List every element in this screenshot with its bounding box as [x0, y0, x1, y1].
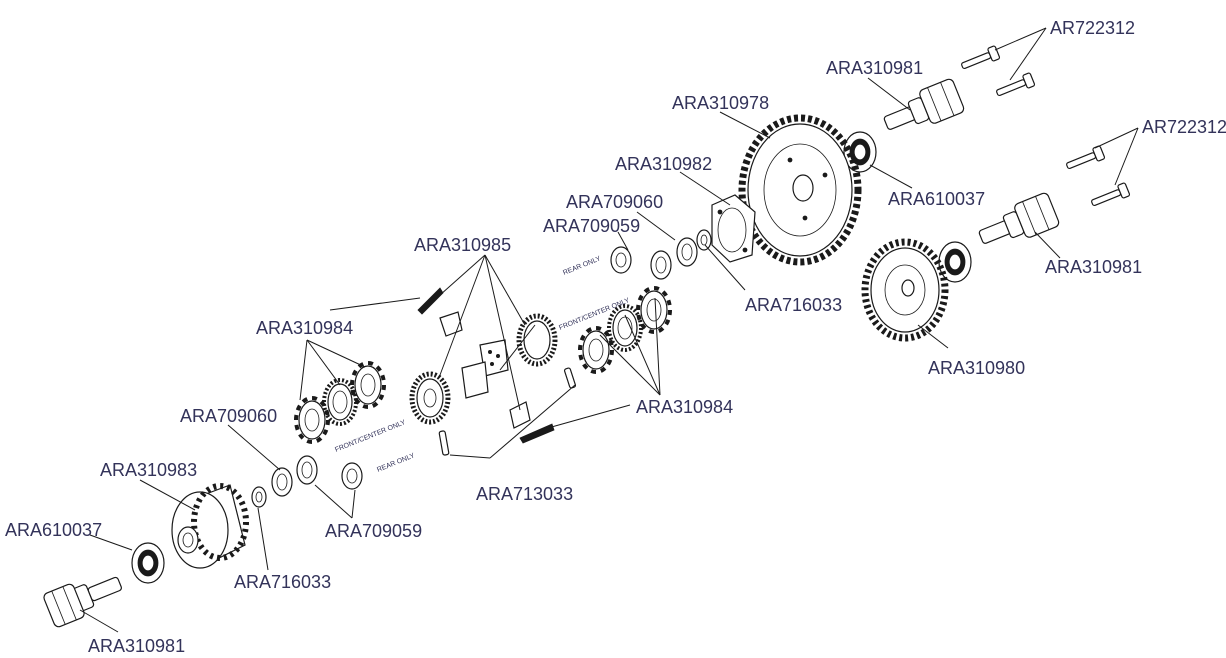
note-rear-only-right: REAR ONLY [562, 255, 602, 277]
washer-left-2 [296, 455, 318, 485]
label-ara310982: ARA310982 [615, 154, 712, 174]
diff-case [171, 483, 249, 569]
ring-gear [861, 238, 949, 342]
label-ara310985: ARA310985 [414, 235, 511, 255]
spider-plate-right-3 [578, 326, 614, 374]
label-ara709060-left: ARA709060 [180, 406, 277, 426]
leader-lines [79, 27, 1139, 633]
label-ara610037-right: ARA610037 [888, 189, 985, 209]
label-ara709059-left: ARA709059 [325, 521, 422, 541]
outdrive-left [43, 576, 122, 628]
spider-plate-right-1 [636, 286, 672, 334]
label-ara713033: ARA713033 [476, 484, 573, 504]
screw-top-2 [996, 72, 1036, 97]
cross-pin-left [438, 430, 450, 456]
label-ara716033-left: ARA716033 [234, 572, 331, 592]
screw-right-2 [1091, 182, 1131, 207]
washer-left-3 [271, 467, 293, 497]
bevel-gear-small-bottom [509, 401, 531, 429]
gasket [711, 194, 756, 263]
label-ara610037-left: ARA610037 [5, 520, 102, 540]
label-ara310978: ARA310978 [672, 93, 769, 113]
label-ara310984-left: ARA310984 [256, 318, 353, 338]
spider-plate-right-2 [607, 304, 643, 352]
outdrive-right [978, 192, 1060, 244]
label-ara310981-right: ARA310981 [1045, 257, 1142, 277]
note-rear-only-left: REAR ONLY [376, 452, 416, 474]
washer-right-4 [610, 246, 632, 274]
washer-right-3 [650, 250, 672, 280]
washer-left-4 [251, 486, 267, 508]
spider-plate-left-1 [350, 361, 386, 409]
label-ara709060-right: ARA709060 [566, 192, 663, 212]
label-ara709059-right: ARA709059 [543, 216, 640, 236]
label-ar722312-top: AR722312 [1050, 18, 1135, 38]
label-ar722312-right: AR722312 [1142, 117, 1226, 137]
bearing-right [938, 241, 972, 283]
label-ara310981-top: ARA310981 [826, 58, 923, 78]
label-ara310983: ARA310983 [100, 460, 197, 480]
pinion-gear-top [417, 287, 444, 315]
spider-plate-left-3 [294, 396, 330, 444]
bearing-left [131, 542, 165, 584]
label-ara310980: ARA310980 [928, 358, 1025, 378]
washer-right-1 [696, 229, 712, 251]
screw-top-1 [961, 45, 1001, 70]
outdrive-top [883, 78, 965, 130]
label-ara310984-right: ARA310984 [636, 397, 733, 417]
bevel-gear-large-left [409, 371, 451, 425]
pinion-gear-bottom [519, 423, 555, 444]
cross-pin-right [563, 367, 577, 389]
label-ara310981-bottom: ARA310981 [88, 636, 185, 656]
cross-block [461, 339, 509, 399]
washer-left-1 [341, 462, 363, 490]
spur-gear [738, 114, 862, 266]
spider-plate-left-2 [322, 378, 358, 426]
screw-right-1 [1066, 145, 1106, 170]
label-ara716033-right: ARA716033 [745, 295, 842, 315]
washer-right-2 [676, 237, 698, 267]
